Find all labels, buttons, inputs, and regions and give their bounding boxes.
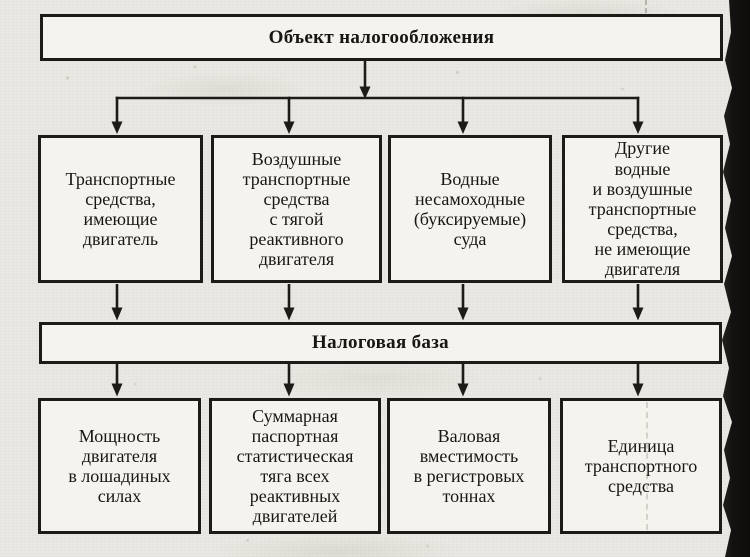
arrow-object-3-to-base-bar <box>457 284 469 321</box>
arrow-base-bar-to-base-1 <box>111 364 123 397</box>
node-taxation-object-title: Объект налогообложения <box>40 14 723 61</box>
arrow-branch-to-object-1 <box>111 96 123 134</box>
node-engine-horsepower: Мощность двигателя в лошадиных силах <box>38 398 201 534</box>
scan-artifact-line <box>646 402 648 530</box>
node-gross-tonnage: Валовая вместимость в регистровых тоннах <box>387 398 551 534</box>
node-water-towed-vessels: Водные несамоходные (буксируемые) суда <box>388 135 552 283</box>
node-air-vehicles-jet-thrust: Воздушные транспортные средства с тягой … <box>211 135 382 283</box>
scan-artifact-tick <box>645 0 647 13</box>
node-label: Другие водные и воздушные транспортные с… <box>588 138 697 280</box>
node-vehicles-with-engine: Транспортные средства, имеющие двигатель <box>38 135 203 283</box>
arrow-branch-to-object-3 <box>457 96 469 134</box>
arrow-base-bar-to-base-4 <box>632 364 644 397</box>
arrow-title-to-branch <box>359 61 371 99</box>
arrow-object-4-to-base-bar <box>632 284 644 321</box>
node-tax-base-title: Налоговая база <box>39 322 722 364</box>
node-label: Суммарная паспортная статистическая тяга… <box>236 405 354 527</box>
node-label: Единица транспортного средства <box>584 435 698 497</box>
arrow-object-1-to-base-bar <box>111 284 123 321</box>
node-total-jet-thrust: Суммарная паспортная статистическая тяга… <box>209 398 381 534</box>
arrow-base-bar-to-base-2 <box>283 364 295 397</box>
node-vehicle-unit: Единица транспортного средства <box>560 398 722 534</box>
arrow-base-bar-to-base-3 <box>457 364 469 397</box>
taxation-object-label: Объект налогообложения <box>268 26 495 48</box>
node-other-vehicles-no-engine: Другие водные и воздушные транспортные с… <box>562 135 723 283</box>
arrow-branch-to-object-2 <box>283 96 295 134</box>
tax-base-label: Налоговая база <box>312 332 449 353</box>
node-label: Мощность двигателя в лошадиных силах <box>68 425 171 507</box>
node-label: Воздушные транспортные средства с тягой … <box>242 148 351 270</box>
node-label: Водные несамоходные (буксируемые) суда <box>413 168 527 250</box>
arrow-branch-to-object-4 <box>632 96 644 134</box>
node-label: Валовая вместимость в регистровых тоннах <box>413 425 525 507</box>
node-label: Транспортные средства, имеющие двигатель <box>65 168 176 250</box>
arrow-object-2-to-base-bar <box>283 284 295 321</box>
